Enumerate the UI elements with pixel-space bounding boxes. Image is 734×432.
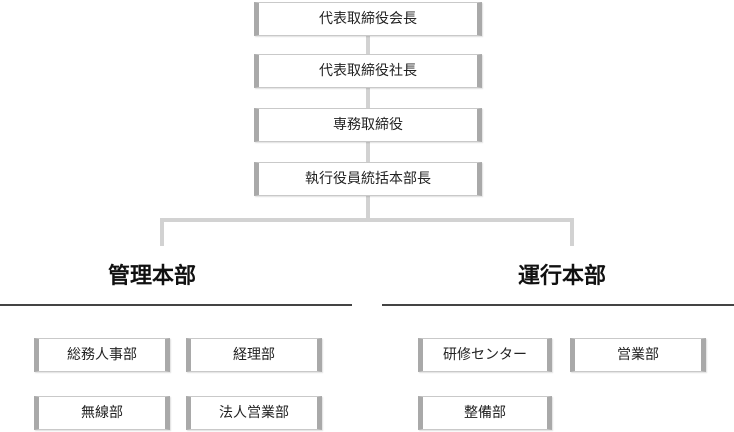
exec-label-executive-officer: 執行役員統括本部長 — [305, 171, 431, 187]
dept-box-maintenance: 整備部 — [418, 396, 552, 430]
division-rule-administration — [0, 304, 352, 306]
dept-box-accounting: 経理部 — [186, 338, 322, 372]
dept-box-radio: 無線部 — [34, 396, 170, 430]
dept-box-training-center: 研修センター — [418, 338, 552, 372]
dept-label: 研修センター — [443, 347, 527, 363]
exec-label-chairman: 代表取締役会長 — [319, 11, 417, 27]
dept-box-general-affairs-hr: 総務人事部 — [34, 338, 170, 372]
dept-label: 法人営業部 — [219, 405, 289, 421]
dept-box-sales: 営業部 — [570, 338, 706, 372]
exec-label-president: 代表取締役社長 — [319, 63, 417, 79]
exec-box-senior-director: 専務取締役 — [254, 108, 482, 142]
division-rule-operations — [382, 304, 734, 306]
exec-box-executive-officer: 執行役員統括本部長 — [254, 162, 482, 196]
division-title-operations: 運行本部 — [518, 264, 607, 289]
dept-label: 営業部 — [617, 347, 659, 363]
dept-box-corporate-sales: 法人営業部 — [186, 396, 322, 430]
exec-box-president: 代表取締役社長 — [254, 54, 482, 88]
dept-label: 総務人事部 — [67, 347, 137, 363]
dept-label: 無線部 — [81, 405, 123, 421]
dept-label: 経理部 — [233, 347, 275, 363]
dept-label: 整備部 — [464, 405, 506, 421]
division-title-administration: 管理本部 — [108, 264, 197, 289]
exec-label-senior-director: 専務取締役 — [333, 117, 403, 133]
exec-box-chairman: 代表取締役会長 — [254, 2, 482, 36]
